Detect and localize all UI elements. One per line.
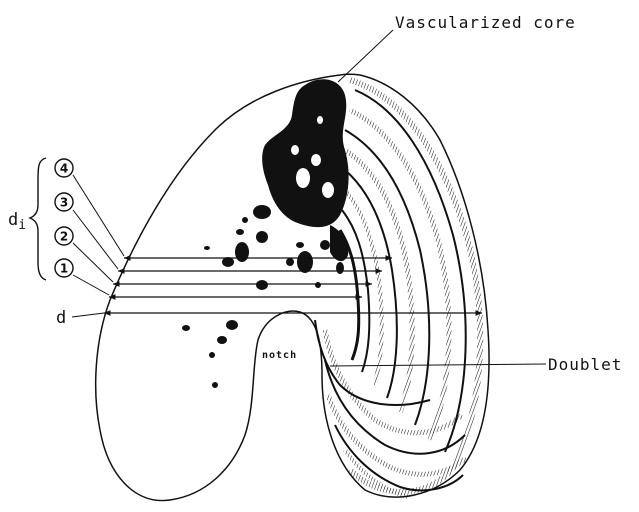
vascularized-core-label: Vascularized core: [395, 13, 576, 32]
di-label: di: [8, 210, 26, 233]
notch-label: notch: [262, 350, 297, 361]
svg-text:3: 3: [60, 196, 68, 210]
circled-marker-4: 4: [55, 159, 73, 177]
d-label: d: [56, 308, 66, 328]
circled-marker-1: 1: [55, 259, 73, 277]
di-brace: [30, 158, 46, 280]
svg-text:1: 1: [60, 262, 68, 276]
svg-text:4: 4: [60, 162, 68, 176]
circled-marker-3: 3: [55, 193, 73, 211]
svg-text:2: 2: [60, 230, 68, 244]
doublet-label: Doublet: [548, 355, 622, 374]
circled-marker-2: 2: [55, 227, 73, 245]
